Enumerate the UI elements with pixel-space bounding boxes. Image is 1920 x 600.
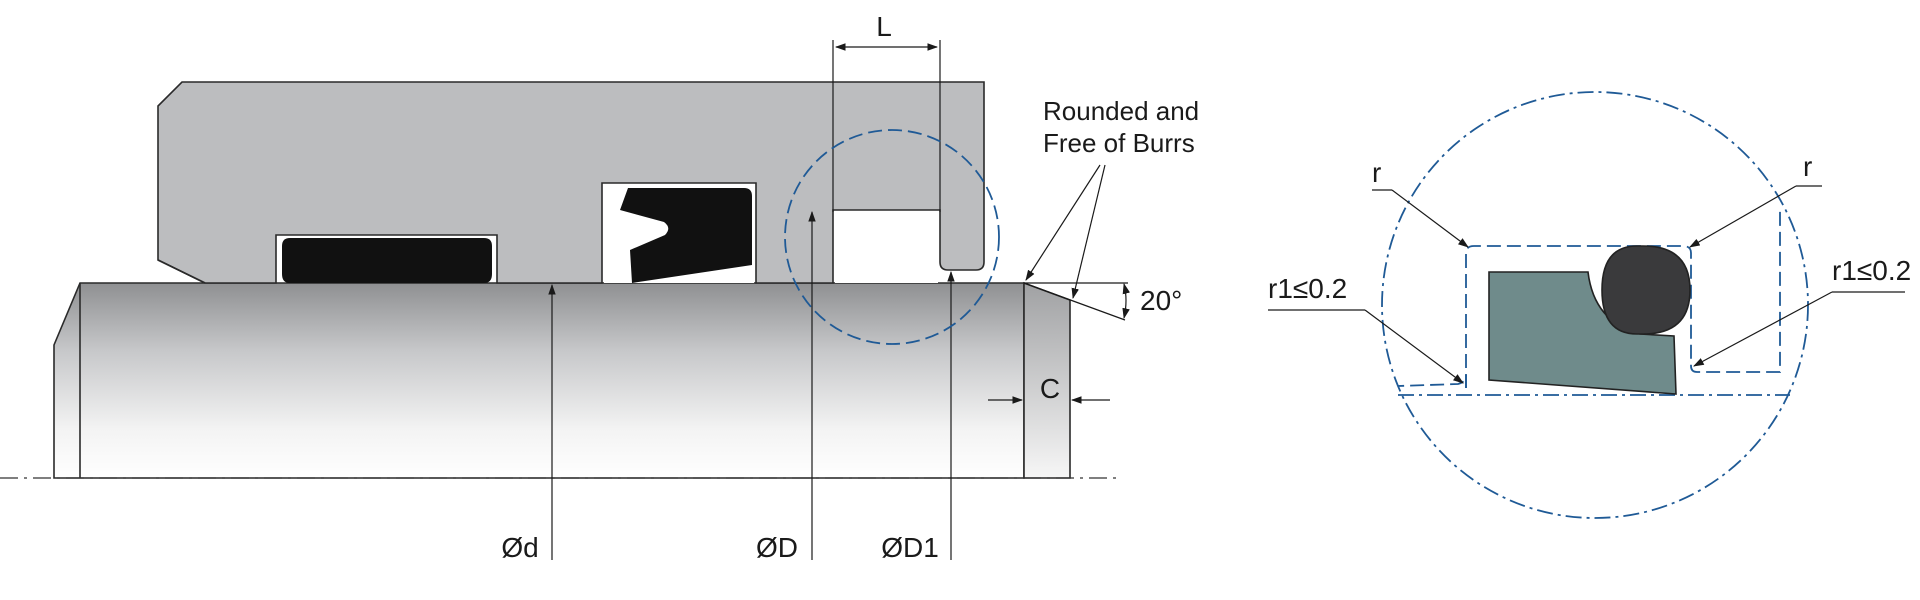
housing	[157, 81, 985, 284]
label-D: ØD	[756, 532, 798, 563]
label-r1-right: r1≤0.2	[1832, 255, 1911, 286]
detail-marker-circle	[784, 129, 1000, 345]
note-line-2: Free of Burrs	[1043, 128, 1195, 158]
label-angle: 20°	[1140, 285, 1182, 316]
label-L: L	[876, 11, 892, 42]
note-leader-2	[1071, 164, 1106, 300]
guide-ring	[282, 238, 492, 283]
rod-seal-profile	[620, 188, 752, 283]
leader-r-right	[1689, 185, 1797, 248]
note-leader-1	[1025, 164, 1101, 281]
leader-r-left	[1391, 189, 1469, 248]
groove-wiper	[835, 212, 938, 283]
leader-r1-left	[1364, 309, 1464, 384]
label-r1-left: r1≤0.2	[1268, 273, 1347, 304]
leader-r1-right	[1693, 291, 1833, 367]
rod-body	[53, 282, 1025, 479]
detail-groove-outline	[1465, 210, 1781, 388]
label-d: Ød	[501, 532, 538, 563]
label-D1: ØD1	[881, 532, 939, 563]
label-r-right: r	[1803, 151, 1812, 182]
housing-bevel-line	[157, 259, 206, 284]
detail-groove-left-step	[1397, 374, 1467, 388]
angle-arc	[1122, 282, 1131, 320]
note-line-1: Rounded and	[1043, 96, 1199, 126]
angle-ref-chamfer	[1023, 282, 1126, 321]
label-C: C	[1040, 373, 1060, 404]
detail-oring-profile	[1601, 245, 1691, 335]
label-r-left: r	[1372, 157, 1381, 188]
